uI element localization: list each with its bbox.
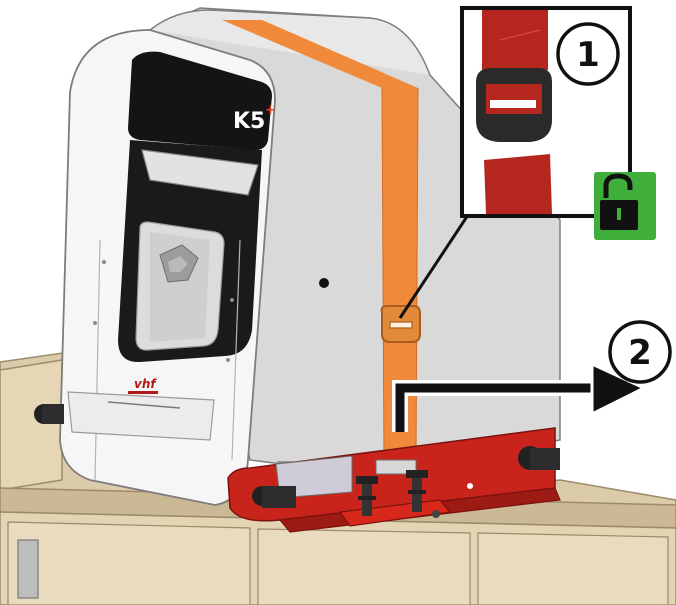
model-label: K5 [233, 109, 265, 134]
unlocked-padlock-icon [594, 172, 656, 240]
transport-bracket [227, 427, 561, 533]
right-arrow-icon [590, 361, 648, 417]
callout-2-number: 2 [628, 333, 652, 373]
door-lip [141, 149, 259, 196]
buckle-detail-inset: 1 [460, 6, 656, 240]
left-foot [34, 404, 64, 424]
callout-2-circle [608, 320, 672, 384]
model-superscript: + [265, 103, 276, 118]
strap-vertical [382, 88, 418, 462]
callout-1-number: 1 [576, 35, 600, 75]
display-panel [128, 51, 272, 150]
leader-line [398, 211, 472, 319]
transport-strap [222, 20, 421, 463]
bolt-screw [406, 470, 428, 512]
milling-machine: K5 + vhf [59, 7, 561, 506]
lower-front-panel [67, 391, 215, 441]
bolt-screw [356, 476, 378, 516]
pull-direction-arrow [392, 361, 648, 432]
brand-logo-bar [128, 391, 158, 394]
side-port [319, 278, 329, 288]
callout-1-circle [556, 22, 620, 86]
bracket-rail [338, 499, 452, 527]
brand-label: vhf [134, 377, 157, 391]
drawer-handle [17, 539, 39, 599]
